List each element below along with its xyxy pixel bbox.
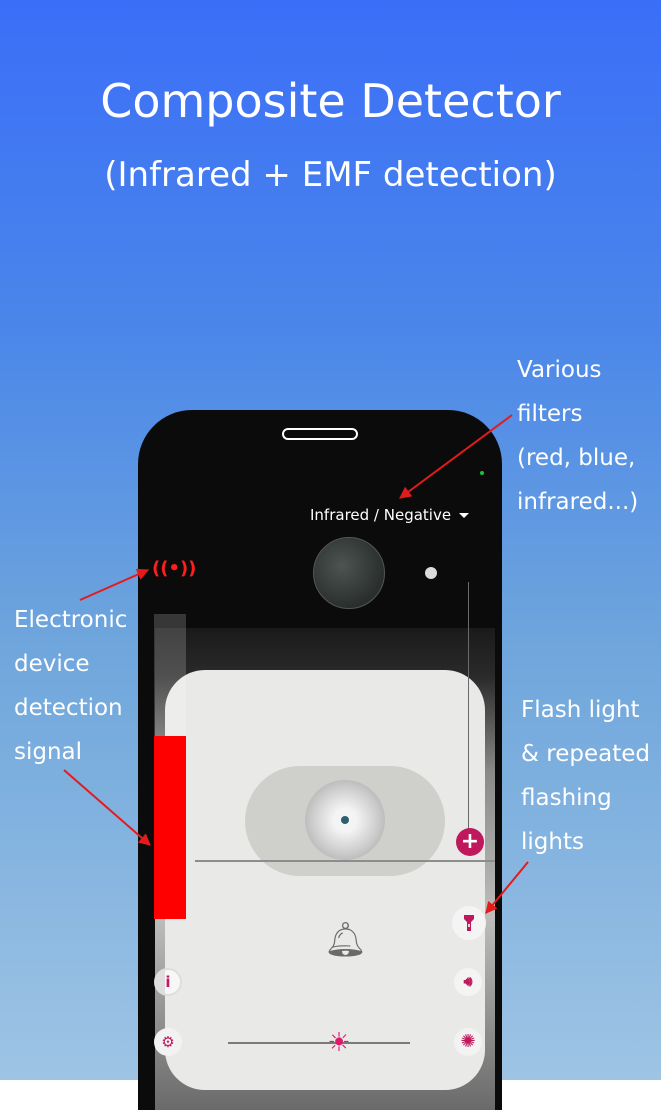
preview-object-detail <box>245 766 445 876</box>
emf-signal-icon: ((•)) <box>152 558 197 579</box>
speaker-icon: 🔊︎ <box>463 974 473 990</box>
callout-flash-line: lights <box>521 829 584 855</box>
brightness-slider[interactable] <box>228 1042 410 1044</box>
callout-emf-line: Electronic <box>14 607 128 633</box>
gear-icon: ⚙ <box>161 1032 175 1051</box>
promo-title: Composite Detector <box>100 74 561 128</box>
callout-emf-line: device <box>14 651 90 677</box>
filter-dropdown[interactable]: Infrared / Negative <box>310 506 470 524</box>
emf-meter <box>154 614 186 919</box>
settings-button[interactable]: ⚙ <box>154 1028 182 1056</box>
preview-object-dot <box>341 816 349 824</box>
bell-icon: 🔔︎ <box>324 920 368 960</box>
flashlight-button[interactable] <box>452 906 486 940</box>
info-icon: i <box>165 972 171 991</box>
callout-filters-line: (red, blue, <box>517 445 636 471</box>
phone-speaker <box>282 428 358 440</box>
sound-button[interactable]: 🔊︎ <box>454 968 482 996</box>
callout-flash: Flash light & repeated flashing lights <box>521 688 650 864</box>
plus-icon: + <box>460 829 480 854</box>
callout-flash-line: Flash light <box>521 697 640 723</box>
status-indicator <box>480 471 484 475</box>
callout-filters: Various filters (red, blue, infrared...) <box>517 348 638 524</box>
callout-filters-line: Various <box>517 357 602 383</box>
camera-preview[interactable] <box>155 628 495 1110</box>
emf-meter-fill <box>154 736 186 919</box>
capture-button[interactable]: ✺ <box>454 1028 482 1056</box>
callout-emf-line: signal <box>14 739 83 765</box>
zoom-slider-track[interactable] <box>468 582 469 837</box>
info-button[interactable]: i <box>154 968 182 996</box>
flash-led <box>425 567 437 579</box>
flashlight-icon <box>464 915 474 931</box>
promo-subtitle: (Infrared + EMF detection) <box>104 155 557 195</box>
filter-dropdown-label: Infrared / Negative <box>310 506 452 524</box>
callout-filters-line: infrared...) <box>517 489 639 515</box>
sun-icon[interactable]: ☀ <box>327 1028 351 1058</box>
preview-object-edge <box>195 860 495 862</box>
chevron-down-icon <box>459 513 470 518</box>
callout-emf: Electronic device detection signal <box>14 598 127 774</box>
callout-filters-line: filters <box>517 401 583 427</box>
callout-flash-line: & repeated <box>521 741 650 767</box>
callout-flash-line: flashing <box>521 785 612 811</box>
preview-object <box>165 670 495 1090</box>
aperture-icon: ✺ <box>460 1031 476 1052</box>
phone-frame: Infrared / Negative ((•)) i ⚙ + 🔊︎ ✺ 🔔︎ … <box>138 410 502 1110</box>
camera-lens <box>313 537 385 609</box>
preview-object-knob <box>305 780 385 860</box>
zoom-in-button[interactable]: + <box>456 828 484 856</box>
callout-emf-line: detection <box>14 695 123 721</box>
